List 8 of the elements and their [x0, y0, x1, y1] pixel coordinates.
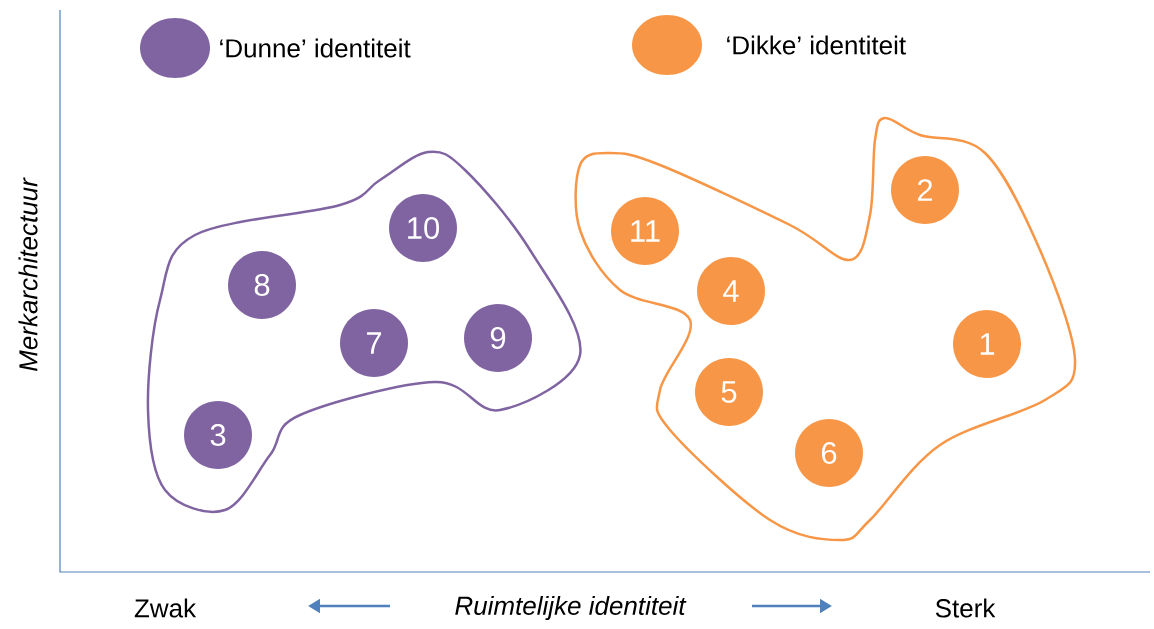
legend-label: ‘Dikke’ identiteit [727, 35, 906, 55]
axis-end-label: Sterk [935, 598, 996, 618]
group-outline [574, 116, 1077, 542]
axis-end-label: Zwak [134, 598, 197, 618]
group-outline [146, 150, 582, 513]
axis-title: Ruimtelijke identiteit [455, 595, 687, 621]
legend-label: ‘Dunne’ identiteit [220, 38, 411, 58]
axis-title: Merkarchitectuur [18, 177, 38, 371]
